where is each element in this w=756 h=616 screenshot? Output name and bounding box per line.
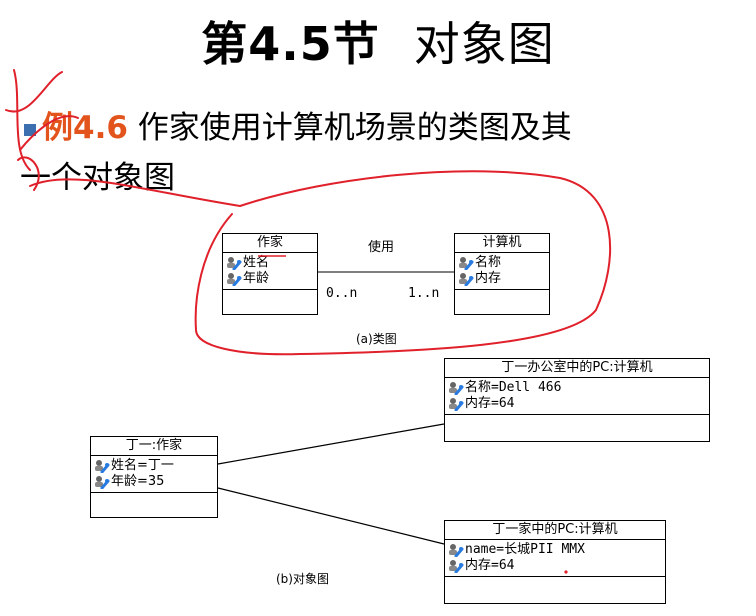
attr-text: 年龄=35 [111,474,165,489]
class-writer-attrs: 姓名 年龄 [223,253,317,290]
attr-text: 内存=64 [465,558,515,573]
object-office-pc-attrs: 名称=Dell 466 内存=64 [445,378,709,415]
attribute-key-icon [448,559,464,574]
attr-row: 内存=64 [448,396,707,412]
attr-text: 年龄 [243,271,270,286]
attr-row: 内存 [458,271,547,287]
title-sub: 对象图 [413,17,555,71]
title-main: 第4.5节 [201,17,380,71]
attribute-key-icon [226,272,242,287]
attr-row: 名称 [458,255,547,271]
page-title: 第4.5节 对象图 [0,8,756,74]
attribute-key-icon [458,272,474,287]
attr-text: 姓名=丁一 [111,458,174,473]
object-writer-ops [91,493,217,507]
association-name: 使用 [368,240,395,255]
attr-row: 姓名 [226,255,315,271]
association-right-multiplicity: 1..n [408,286,440,301]
object-home-pc-ops [445,577,665,591]
attr-row: 姓名=丁一 [94,458,215,474]
link-home-pc [217,487,445,545]
class-writer-name: 作家 [223,234,317,253]
class-writer-ops [223,290,317,304]
object-office-pc-name: 丁一办公室中的PC:计算机 [445,359,709,378]
attr-text: 内存=64 [465,396,515,411]
attr-row: 名称=Dell 466 [448,380,707,396]
attr-text: 名称 [475,255,502,270]
class-diagram-caption: (a)类图 [356,332,397,346]
attr-row: 年龄 [226,271,315,287]
heading-text-line1: 作家使用计算机场景的类图及其 [137,110,572,146]
attribute-key-icon [94,475,110,490]
object-writer: 丁一:作家 姓名=丁一 年龄=35 [90,436,218,518]
class-computer-name: 计算机 [455,234,549,253]
attr-text: 名称=Dell 466 [465,380,562,395]
class-writer: 作家 姓名 年龄 [222,233,318,315]
attribute-key-icon [448,381,464,396]
association-left-multiplicity: 0..n [326,286,358,301]
attr-text: name=长城PII MMX [465,542,585,557]
attribute-key-icon [458,256,474,271]
class-computer: 计算机 名称 内存 [454,233,550,315]
example-heading: 例4.6 作家使用计算机场景的类图及其 [42,108,572,148]
class-computer-attrs: 名称 内存 [455,253,549,290]
attribute-key-icon [94,459,110,474]
attr-text: 内存 [475,271,502,286]
object-home-pc-name: 丁一家中的PC:计算机 [445,521,665,540]
object-diagram-caption: (b)对象图 [276,572,329,586]
class-computer-ops [455,290,549,304]
object-office-pc: 丁一办公室中的PC:计算机 名称=Dell 466 内存=64 [444,358,710,442]
attr-row: name=长城PII MMX [448,542,663,558]
attribute-key-icon [226,256,242,271]
attr-row: 内存=64 [448,558,663,574]
attribute-key-icon [448,543,464,558]
object-writer-attrs: 姓名=丁一 年龄=35 [91,456,217,493]
attr-text: 姓名 [243,255,270,270]
object-writer-name: 丁一:作家 [91,437,217,456]
object-office-pc-ops [445,415,709,429]
attr-row: 年龄=35 [94,474,215,490]
attribute-key-icon [448,397,464,412]
link-office-pc [217,423,445,465]
object-home-pc: 丁一家中的PC:计算机 name=长城PII MMX 内存=64 [444,520,666,604]
object-home-pc-attrs: name=长城PII MMX 内存=64 [445,540,665,577]
